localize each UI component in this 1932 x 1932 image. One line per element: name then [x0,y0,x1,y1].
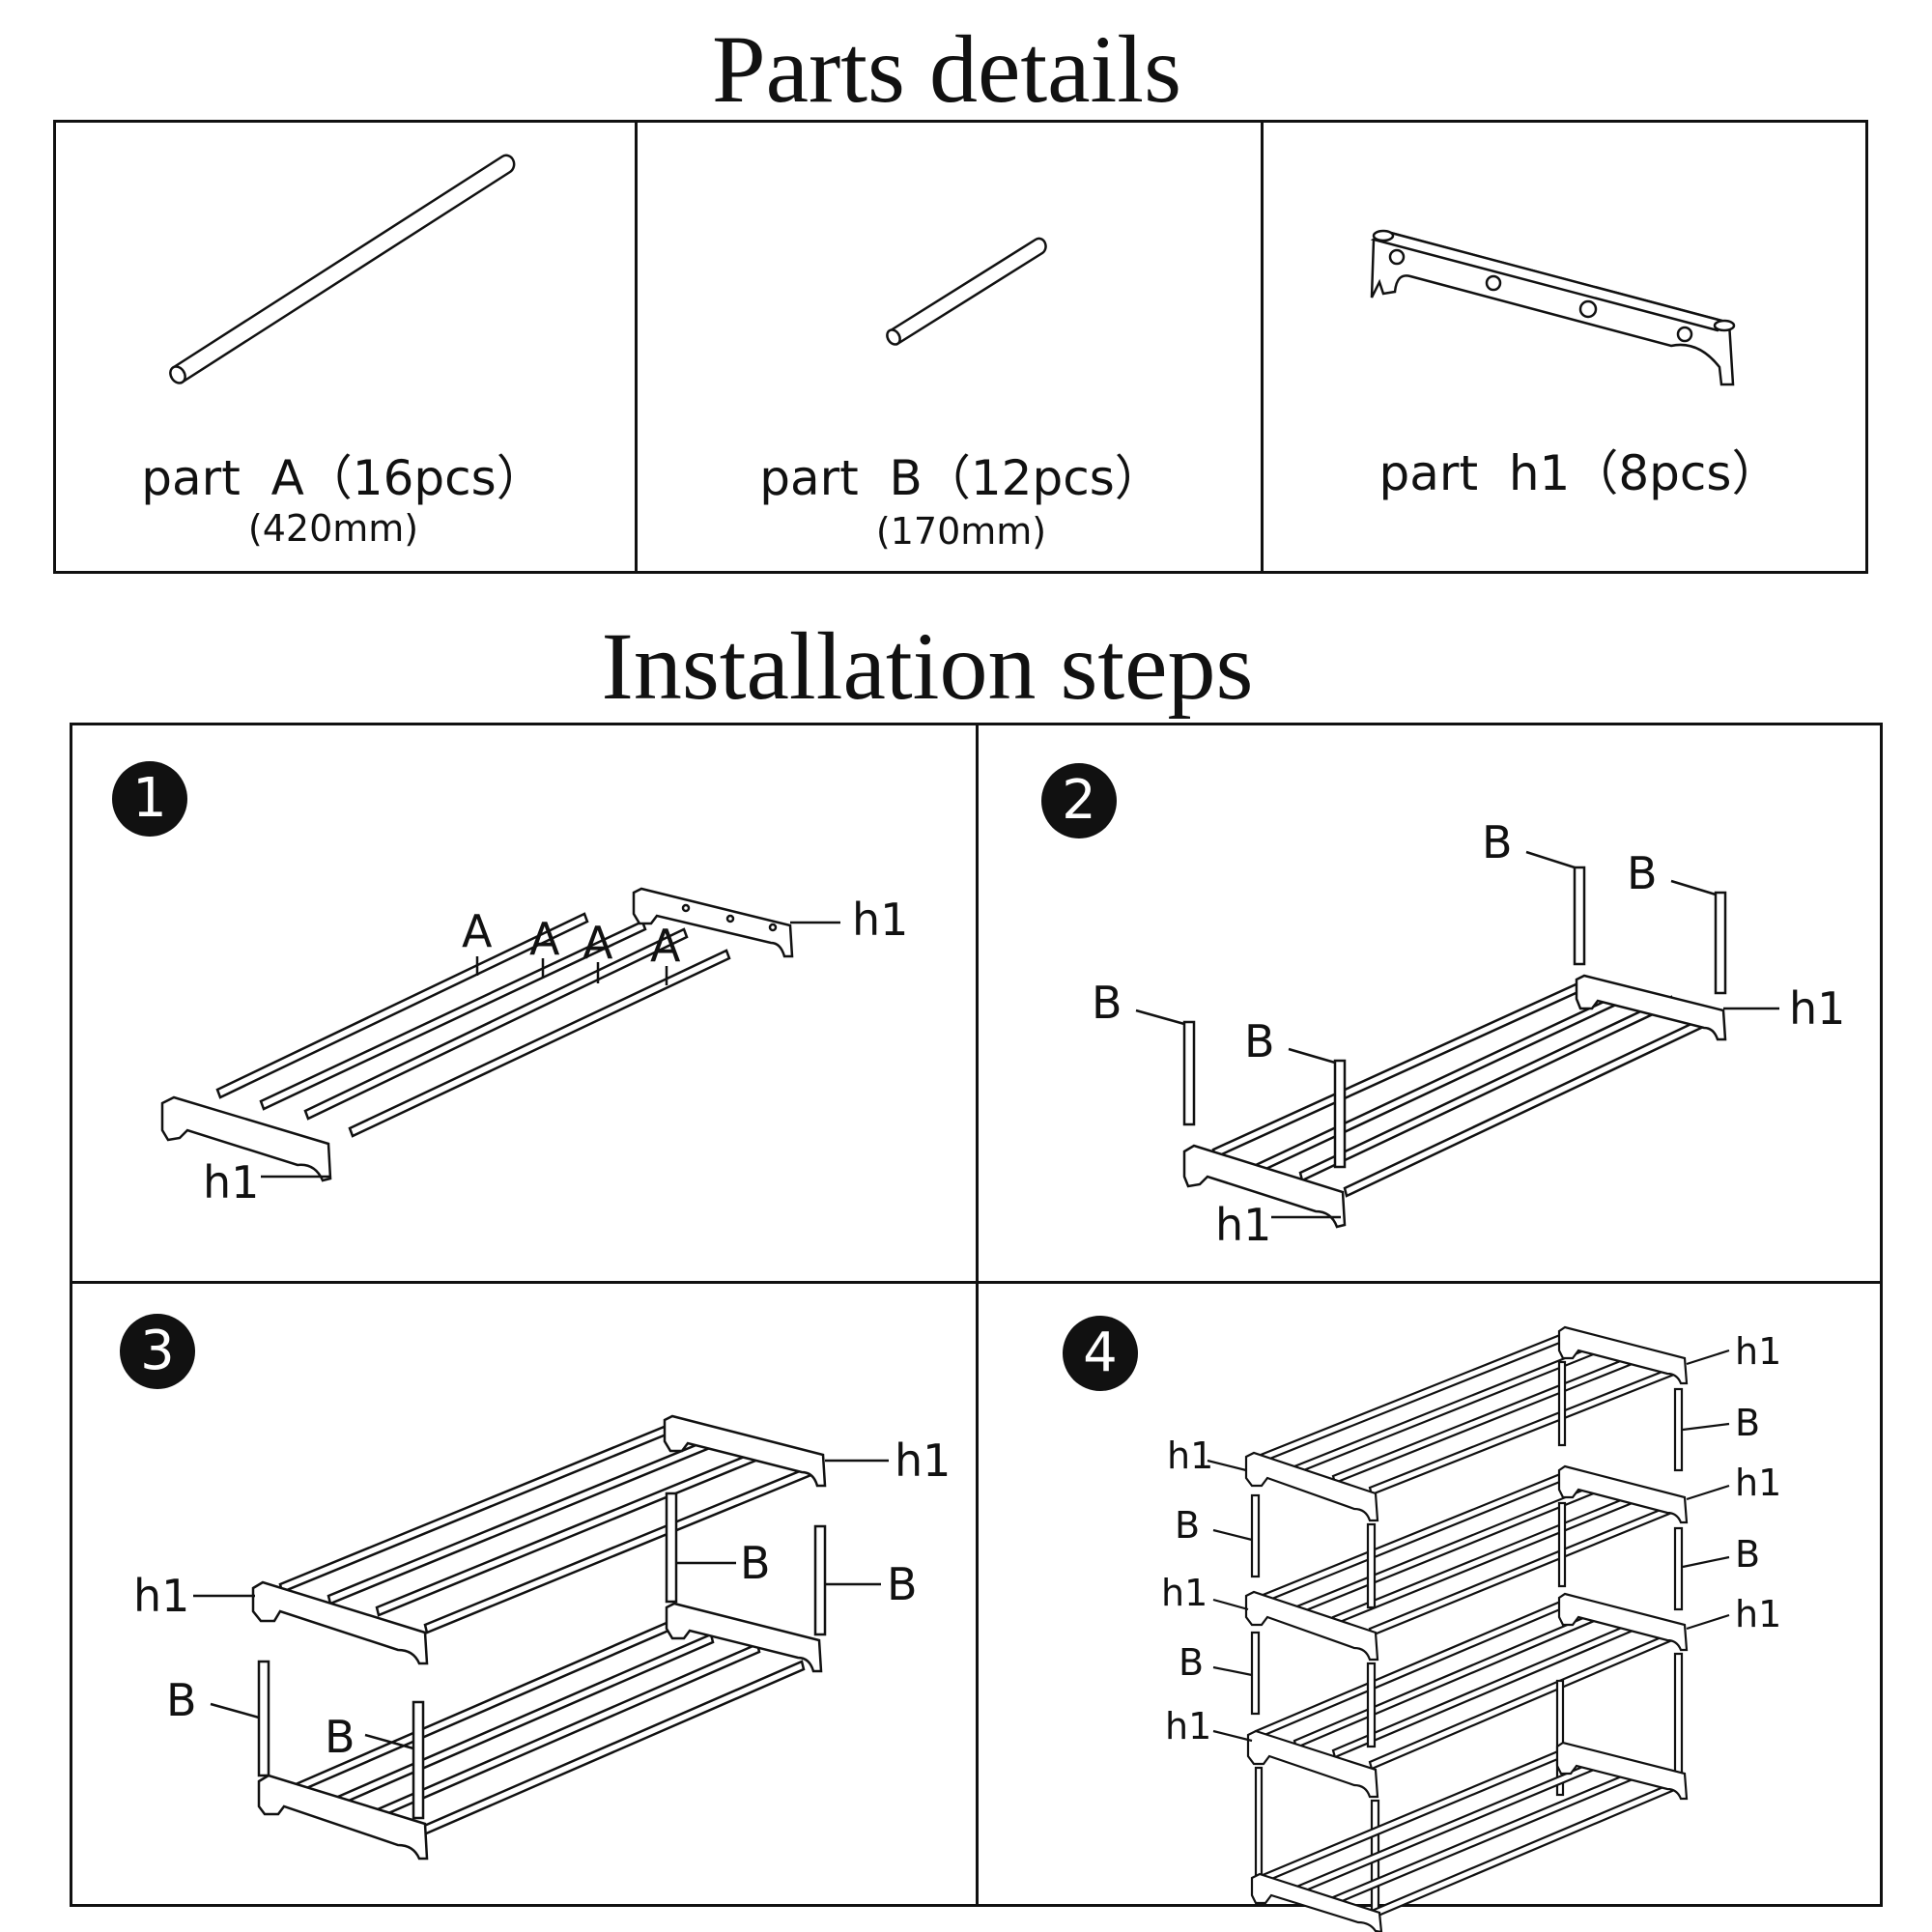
part-b-size: (170mm) [875,510,1047,553]
parts-divider [635,120,638,574]
step-2-badge: 2 [1041,763,1117,838]
part-a-size: (420mm) [247,507,419,550]
parts-divider [1261,120,1264,574]
step-3-badge: 3 [120,1314,195,1389]
part-b-label: part B（12pcs） [759,450,1163,506]
part-h1-label: part h1（8pcs） [1378,445,1780,501]
part-a-label: part A（16pcs） [141,450,545,506]
step-1-badge: 1 [112,761,187,837]
steps-divider [976,723,979,1907]
steps-divider [70,1281,1883,1284]
step-4-badge: 4 [1063,1316,1138,1391]
parts-details-panel [53,120,1868,574]
parts-details-title: Parts details [711,15,1182,123]
installation-steps-title: Installation steps [601,612,1254,720]
